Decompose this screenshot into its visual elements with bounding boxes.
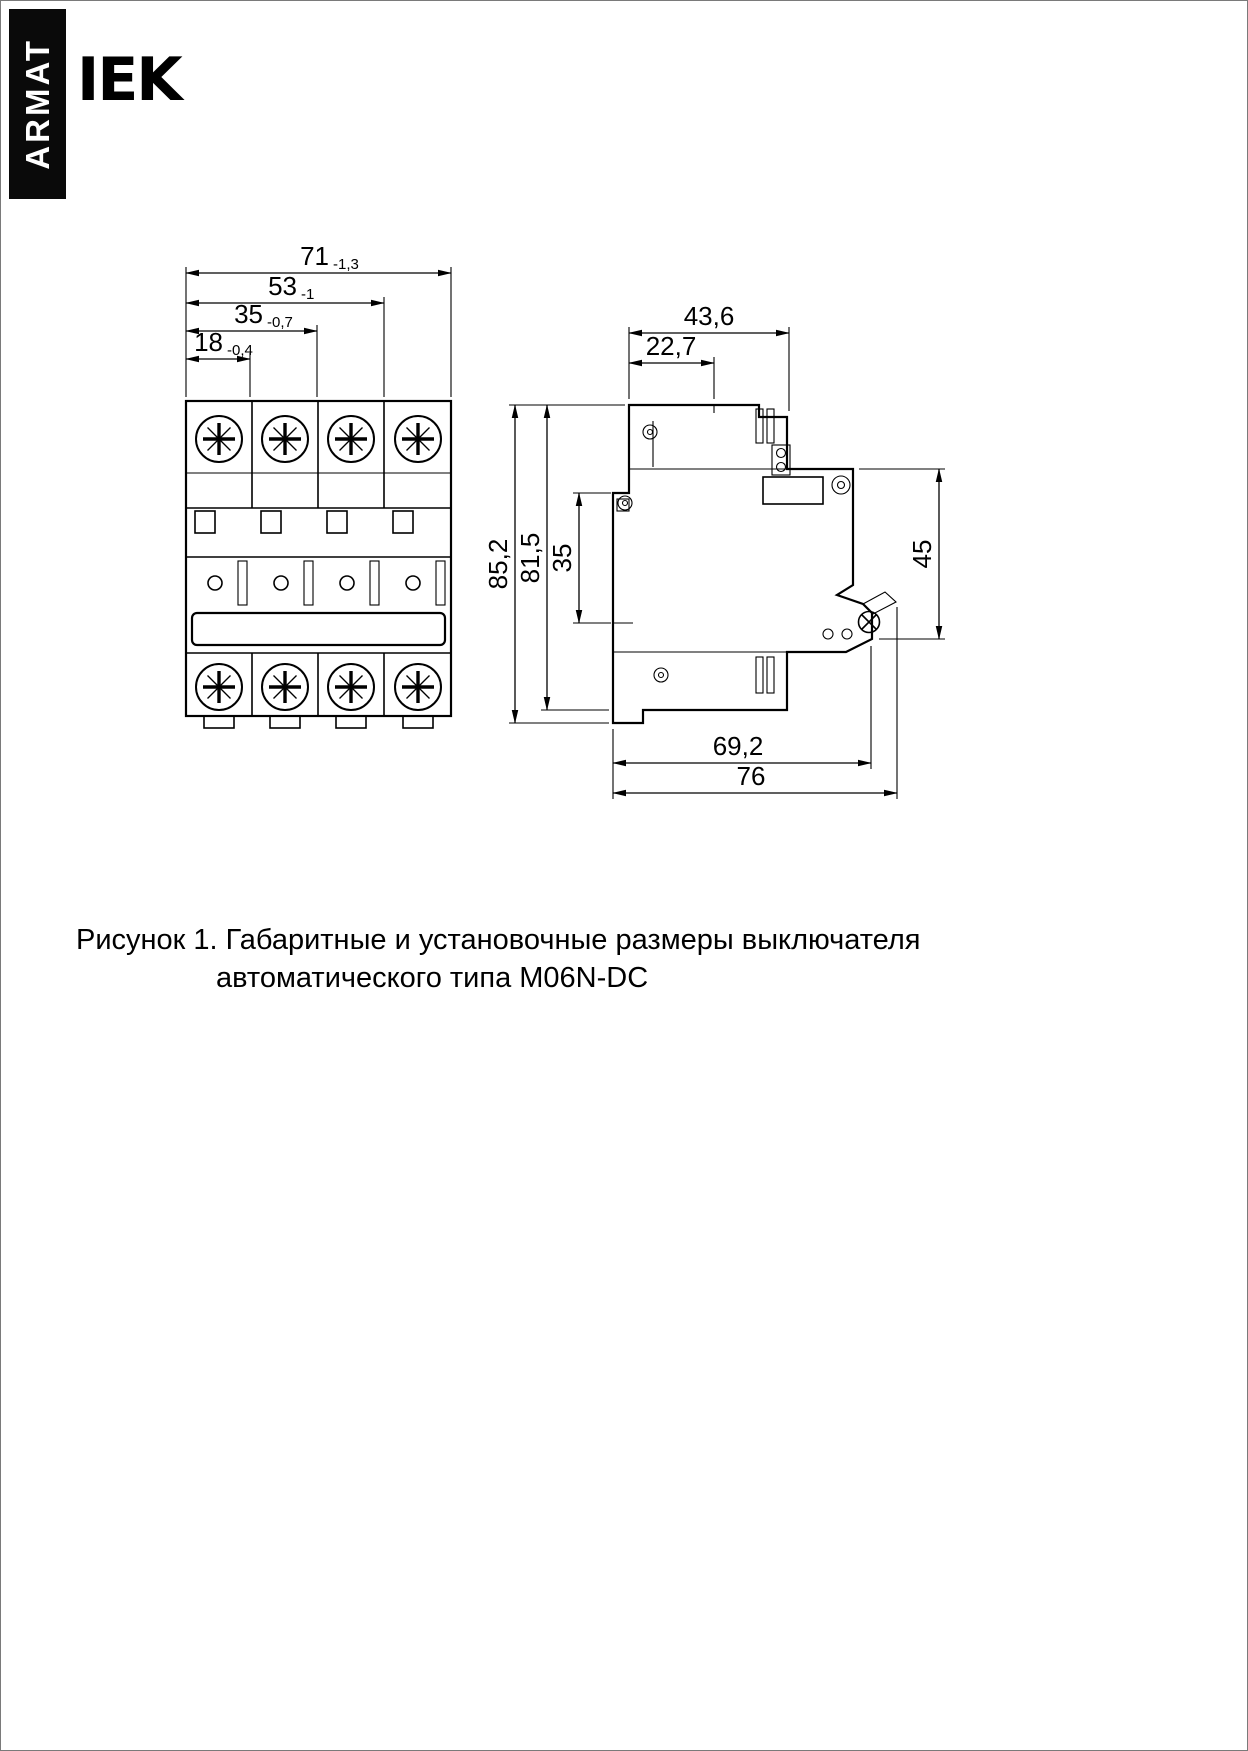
dim-18-label: 18 [194,327,223,357]
figure-caption-line1: Рисунок 1. Габаритные и установочные раз… [76,924,921,956]
side-view: 43,6 22,7 85,2 81,5 35 45 [483,301,945,799]
dim-71-label: 71 [300,241,329,271]
dim-69-2-label: 69,2 [713,731,764,761]
handle-tie-bar [190,611,447,647]
dim-53-label: 53 [268,271,297,301]
dim-45-label: 45 [907,540,937,569]
front-view-body [184,399,453,729]
dim-76-label: 76 [737,761,766,791]
armat-brand-bar: ARMAT [9,9,66,199]
dim-43-6-label: 43,6 [684,301,735,331]
side-view-dimensions: 43,6 22,7 85,2 81,5 35 45 [483,301,945,799]
din-rail-slot [762,476,824,505]
toggle-tabs [194,510,414,534]
dim-53-tolerance: -1 [301,286,314,303]
mounting-feet [203,715,434,729]
dim-35-tolerance: -0,7 [267,314,293,331]
dim-35-side-label: 35 [547,544,577,573]
dim-81-5-label: 81,5 [515,533,545,584]
iek-logo: IEK [77,45,183,115]
front-view-dimensions: 71 -1,3 53 -1 35 -0,7 18 -0,4 [185,241,452,397]
din-clip [822,591,897,640]
terminal-slots [755,408,791,694]
dim-35-label: 35 [234,299,263,329]
dim-71-tolerance: -1,3 [333,256,359,273]
dim-18-tolerance: -0,4 [227,342,253,359]
side-view-body [611,403,897,725]
technical-drawing: 71 -1,3 53 -1 35 -0,7 18 -0,4 [184,241,945,799]
rivets [617,424,851,683]
dim-22-7-label: 22,7 [646,331,697,361]
figure-caption: Рисунок 1. Габаритные и установочные раз… [76,921,920,997]
front-face-details [207,560,446,606]
front-view: 71 -1,3 53 -1 35 -0,7 18 -0,4 [184,241,453,729]
figure-caption-line2: автоматического типа M06N-DC [216,962,649,994]
dim-85-2-label: 85,2 [483,539,513,590]
